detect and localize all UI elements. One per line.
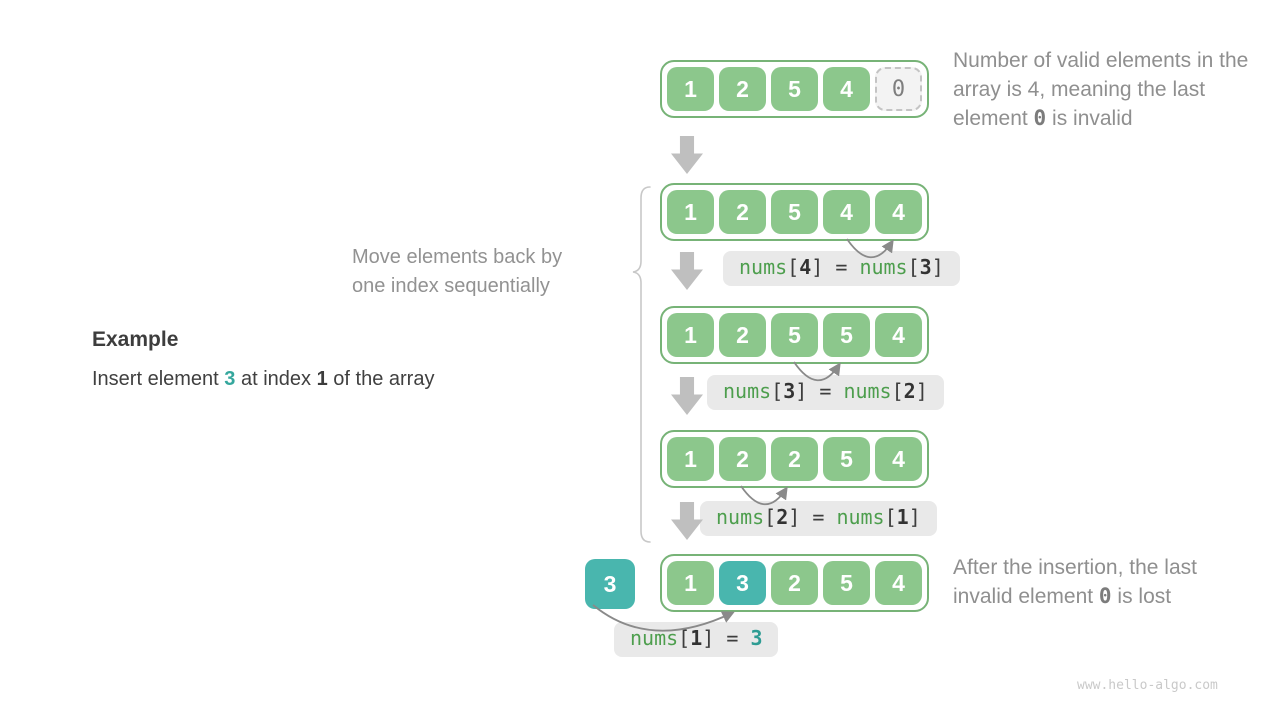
code-bracket: ] [795,379,808,403]
example-text: at index [235,368,317,390]
insert-value-text: 3 [224,368,236,390]
code-bracket: [ [771,379,784,403]
code-value: 3 [750,626,763,650]
watermark: www.hello-algo.com [1077,678,1218,693]
array-shift-step-2: 1 2 5 5 4 [660,306,929,364]
array-cell: 5 [823,561,870,605]
array-cell: 4 [875,313,922,357]
move-note-line2: one index sequentially [352,275,550,297]
array-cell: 5 [823,437,870,481]
down-arrow-icon [671,377,703,415]
code-index: 1 [690,626,703,650]
array-cell: 2 [771,561,818,605]
move-note: Move elements back by one index sequenti… [352,243,562,301]
array-cell: 1 [667,437,714,481]
inserted-value-box: 3 [585,559,635,609]
array-cell: 1 [667,67,714,111]
array-cell: 5 [823,313,870,357]
code-nums: nums [843,379,892,403]
array-cell: 2 [719,190,766,234]
code-nums: nums [723,379,772,403]
array-cell: 1 [667,313,714,357]
bottom-note: After the insertion, the last invalid el… [953,553,1253,611]
array-shift-step-3: 1 2 2 5 4 [660,430,929,488]
assignment-label-3: nums[2] = nums[1] [700,501,937,536]
top-note: Number of valid elements in the array is… [953,46,1258,133]
assignment-label-1: nums[4] = nums[3] [723,251,960,286]
array-cell: 4 [823,190,870,234]
array-cell: 5 [771,67,818,111]
code-bracket: ] [702,626,715,650]
array-cell: 2 [719,313,766,357]
array-cell: 4 [823,67,870,111]
array-cell: 5 [771,313,818,357]
array-cell: 2 [719,67,766,111]
code-bracket: [ [787,255,800,279]
code-bracket: [ [884,505,897,529]
code-index: 1 [896,505,909,529]
array-final: 1 3 2 5 4 [660,554,929,612]
example-text: of the array [327,368,435,390]
down-arrow-icon [671,136,703,174]
top-note-text: Number of valid elements in the array is… [953,49,1249,130]
code-bracket: [ [764,505,777,529]
code-nums: nums [630,626,679,650]
code-equals: = [800,505,837,529]
array-cell: 4 [875,437,922,481]
array-cell: 4 [875,561,922,605]
assignment-label-2: nums[3] = nums[2] [707,375,944,410]
code-index: 2 [903,379,916,403]
code-bracket: [ [907,255,920,279]
code-bracket: ] [908,505,921,529]
example-heading: Example [92,328,179,351]
array-cell: 1 [667,190,714,234]
insert-index-text: 1 [316,368,328,390]
down-arrow-icon [671,502,703,540]
code-bracket: ] [915,379,928,403]
array-initial: 1 2 5 4 0 [660,60,929,118]
curly-brace [632,186,651,543]
code-bracket: ] [931,255,944,279]
array-cell-inserted: 3 [719,561,766,605]
code-equals: = [807,379,844,403]
code-index: 2 [776,505,789,529]
code-nums: nums [716,505,765,529]
bottom-note-text: is lost [1111,585,1172,608]
array-cell: 2 [719,437,766,481]
assignment-label-4: nums[1] = 3 [614,622,779,657]
move-note-line1: Move elements back by [352,246,563,268]
code-equals: = [823,255,860,279]
down-arrow-icon [671,252,703,290]
code-index: 3 [919,255,932,279]
array-cell: 4 [875,190,922,234]
example-description: Insert element 3 at index 1 of the array [92,368,434,391]
code-nums: nums [859,255,908,279]
top-note-zero: 0 [1033,106,1047,130]
bottom-note-zero: 0 [1098,584,1112,608]
code-bracket: ] [788,505,801,529]
example-text: Insert element [92,368,225,390]
code-index: 3 [783,379,796,403]
array-cell: 5 [771,190,818,234]
code-nums: nums [739,255,788,279]
code-bracket: [ [891,379,904,403]
code-index: 4 [799,255,812,279]
top-note-text: is invalid [1046,107,1133,130]
code-bracket: ] [811,255,824,279]
array-cell: 2 [771,437,818,481]
code-bracket: [ [678,626,691,650]
array-cell: 1 [667,561,714,605]
array-cell-invalid: 0 [875,67,922,111]
array-shift-step-1: 1 2 5 4 4 [660,183,929,241]
bottom-note-text: After the insertion, the last invalid el… [953,556,1197,608]
code-equals: = [714,626,751,650]
code-nums: nums [836,505,885,529]
